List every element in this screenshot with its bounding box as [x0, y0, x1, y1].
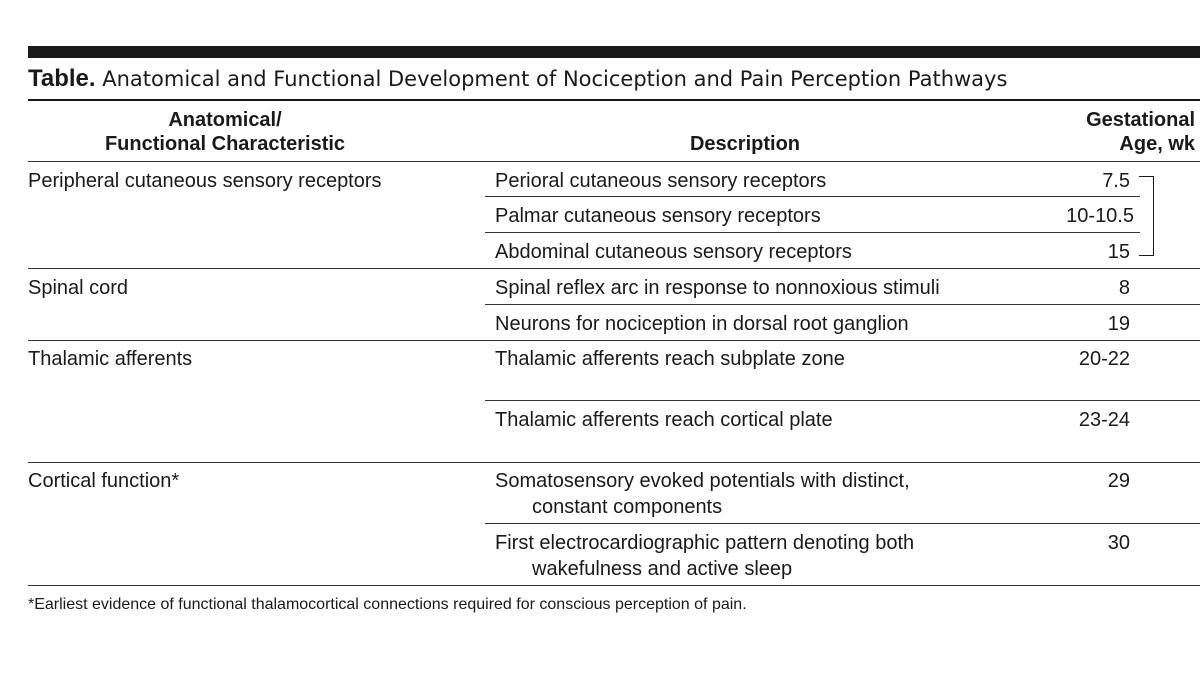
description-line: Thalamic afferents reach subplate zone [495, 348, 845, 370]
row-characteristic: Cortical function* [28, 470, 180, 492]
row-description: Somatosensory evoked potentials with dis… [495, 468, 910, 520]
header-characteristic-line2: Functional Characteristic [104, 133, 346, 155]
description-line: Spinal reflex arc in response to nonnoxi… [495, 277, 940, 299]
row-description: Thalamic afferents reach subplate zone [495, 346, 845, 372]
row-characteristic: Spinal cord [28, 277, 129, 299]
header-description-text: Description [689, 133, 801, 155]
group-divider [28, 462, 1200, 463]
table-footnote: *Earliest evidence of functional thalamo… [28, 596, 747, 613]
top-bar [28, 46, 1200, 58]
row-divider [485, 523, 1200, 524]
row-age: 10-10.5 [1066, 205, 1134, 227]
description-line: wakefulness and active sleep [532, 558, 793, 580]
row-characteristic: Thalamic afferents [28, 348, 193, 370]
row-age: 19 [1107, 313, 1130, 335]
header-age-line1: Gestational [1086, 109, 1195, 131]
row-characteristic: Peripheral cutaneous sensory receptors [28, 170, 382, 192]
description-line: First electrocardiographic pattern denot… [495, 532, 915, 554]
table-bottom-rule [28, 585, 1200, 586]
description-line: Abdominal cutaneous sensory receptors [495, 241, 852, 263]
group-divider [28, 268, 1200, 269]
row-description: First electrocardiographic pattern denot… [495, 530, 914, 582]
header-description: Description [495, 132, 995, 156]
description-line: Palmar cutaneous sensory receptors [495, 205, 821, 227]
row-age: 30 [1107, 532, 1130, 554]
description-line: Perioral cutaneous sensory receptors [495, 170, 827, 192]
row-age: 20-22 [1078, 348, 1130, 370]
description-line: Thalamic afferents reach cortical plate [495, 409, 833, 431]
description-line: Neurons for nociception in dorsal root g… [495, 313, 909, 335]
row-description: Perioral cutaneous sensory receptors [495, 168, 826, 194]
row-divider [485, 400, 1200, 401]
header-characteristic-line1: Anatomical/ [168, 109, 282, 131]
row-description: Abdominal cutaneous sensory receptors [495, 239, 852, 265]
row-description: Thalamic afferents reach cortical plate [495, 407, 833, 433]
row-age: 23-24 [1078, 409, 1130, 431]
header-characteristic: Anatomical/ Functional Characteristic [60, 108, 390, 156]
row-divider [485, 196, 1140, 197]
row-age: 29 [1107, 470, 1130, 492]
row-age: 7.5 [1102, 170, 1130, 192]
caption-title: Anatomical and Functional Development of… [102, 67, 1008, 91]
description-line: Somatosensory evoked potentials with dis… [495, 470, 910, 492]
table-caption: Table. Anatomical and Functional Develop… [28, 64, 1007, 94]
row-age: 15 [1107, 241, 1130, 263]
row-description: Palmar cutaneous sensory receptors [495, 203, 821, 229]
grouping-bracket [1139, 176, 1154, 256]
header-bottom-rule [28, 161, 1200, 162]
caption-label: Table. [28, 65, 96, 92]
description-line: constant components [532, 496, 723, 518]
row-divider [485, 304, 1200, 305]
row-description: Neurons for nociception in dorsal root g… [495, 311, 909, 337]
header-gestational-age: Gestational Age, wk [1010, 108, 1195, 156]
row-divider [485, 232, 1140, 233]
group-divider [28, 340, 1200, 341]
row-age: 8 [1118, 277, 1130, 299]
header-age-line2: Age, wk [1119, 133, 1195, 155]
row-description: Spinal reflex arc in response to nonnoxi… [495, 275, 940, 301]
header-top-rule [28, 99, 1200, 101]
